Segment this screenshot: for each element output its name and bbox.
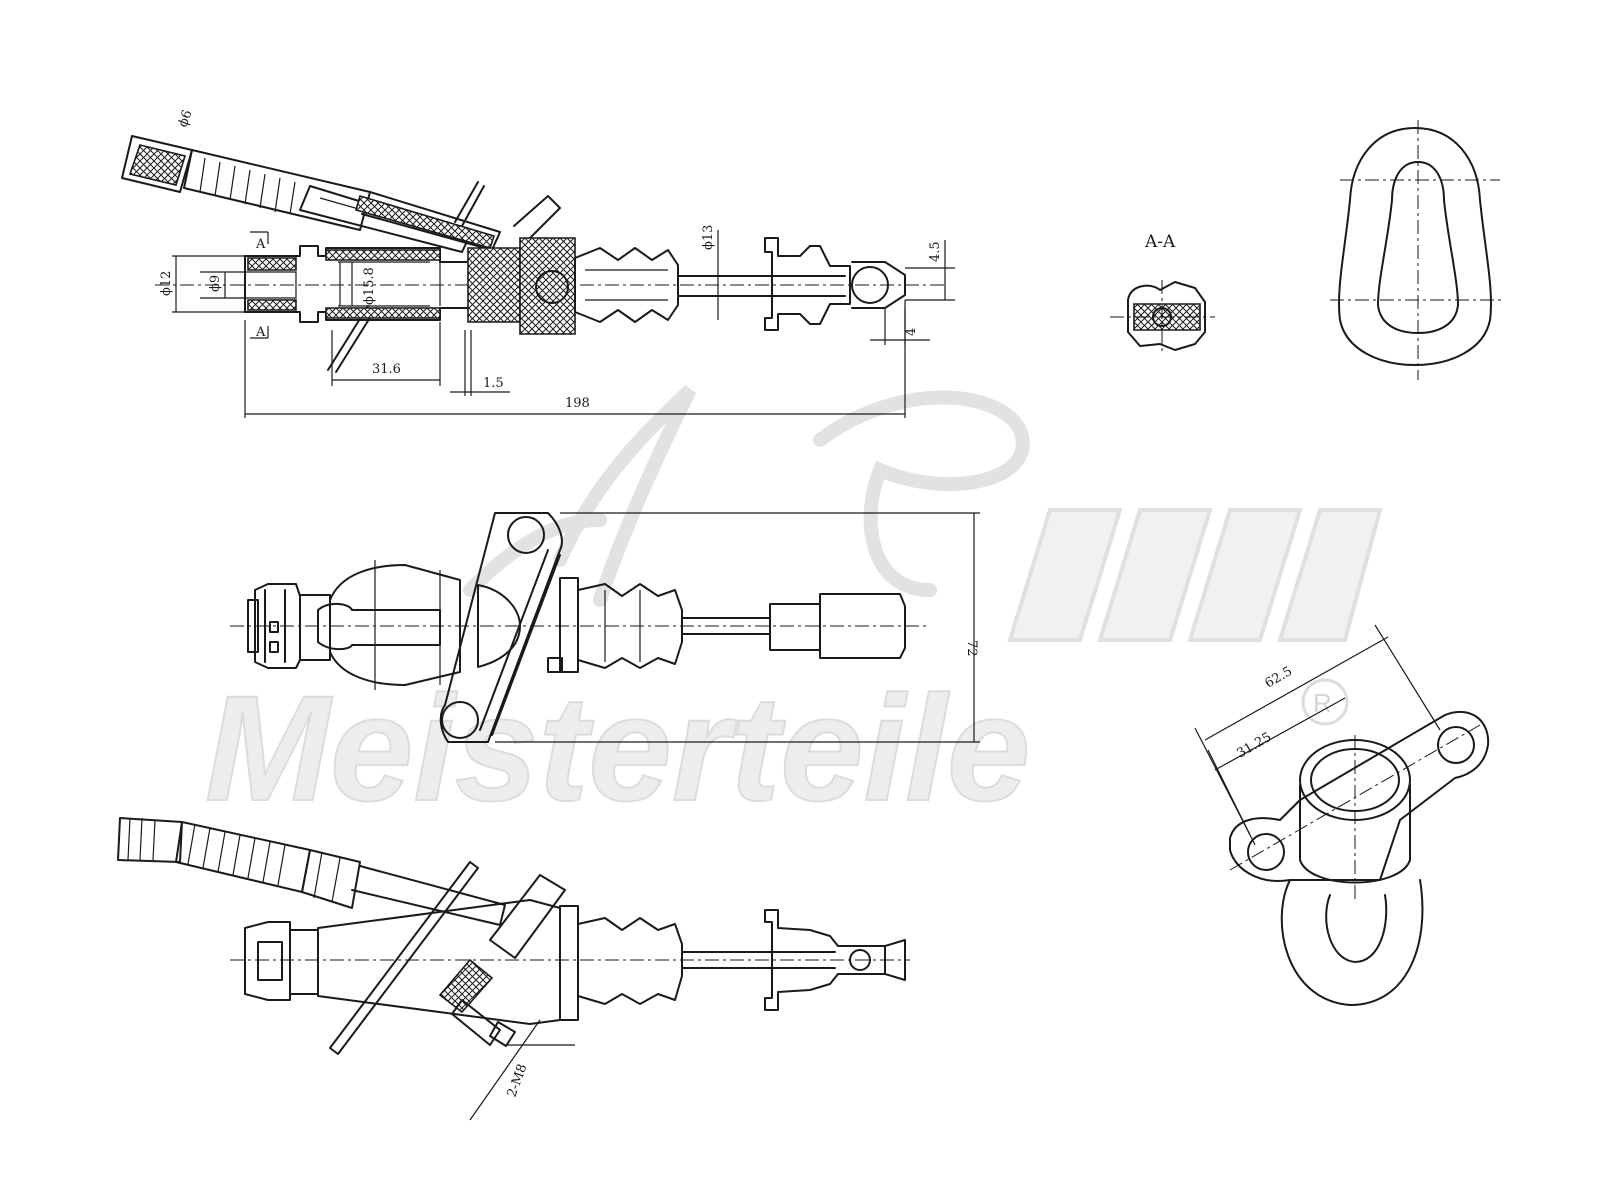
push-rod bbox=[677, 237, 906, 331]
dim-31-6: 31.6 bbox=[372, 362, 401, 377]
dim-2-m8: 2-M8 bbox=[505, 1062, 531, 1099]
watermark-registered-letter: R bbox=[1313, 688, 1332, 718]
section-a-a: A-A bbox=[1110, 232, 1215, 355]
dim-198: 198 bbox=[565, 396, 590, 411]
inlet-hose bbox=[121, 135, 501, 253]
dim-1-5: 1.5 bbox=[483, 376, 504, 391]
dim-phi-13: ϕ13 bbox=[701, 225, 716, 250]
section-a-a-label: A-A bbox=[1144, 232, 1176, 252]
watermark-registered-mark: R bbox=[1301, 678, 1349, 726]
section-mark-a-top: A bbox=[255, 237, 266, 252]
dim-phi-12: ϕ12 bbox=[159, 271, 174, 296]
watermark-stripes bbox=[1007, 508, 1383, 642]
section-view: 198 31.6 1.5 ϕ12 ϕ9 ϕ15.8 ϕ13 4.5 bbox=[121, 108, 955, 418]
dim-31-25: 31.25 bbox=[1235, 730, 1275, 762]
flange-view: 62.5 31.25 bbox=[1194, 624, 1490, 1006]
dim-phi-9: ϕ9 bbox=[208, 275, 223, 292]
section-dimensions: 198 31.6 1.5 ϕ12 ϕ9 ϕ15.8 ϕ13 4.5 bbox=[159, 108, 955, 418]
dim-4: 4 bbox=[904, 328, 919, 336]
plan-view: 72 bbox=[230, 512, 980, 743]
watermark-logo-mark bbox=[463, 385, 1030, 607]
dim-phi-6: ϕ6 bbox=[176, 108, 196, 129]
watermark-brand-text: Meisterteile bbox=[205, 664, 1030, 832]
dim-72: 72 bbox=[964, 640, 979, 657]
reservoir-outline-view bbox=[1330, 120, 1505, 380]
dim-phi-15-8: ϕ15.8 bbox=[362, 267, 377, 305]
watermark: Meisterteile R bbox=[204, 385, 1383, 833]
dim-62-5: 62.5 bbox=[1263, 664, 1296, 691]
cylinder-body bbox=[244, 237, 679, 335]
dim-4-5: 4.5 bbox=[928, 241, 943, 262]
side-view: 2-M8 bbox=[117, 817, 910, 1121]
section-mark-a-bottom: A bbox=[255, 325, 266, 340]
